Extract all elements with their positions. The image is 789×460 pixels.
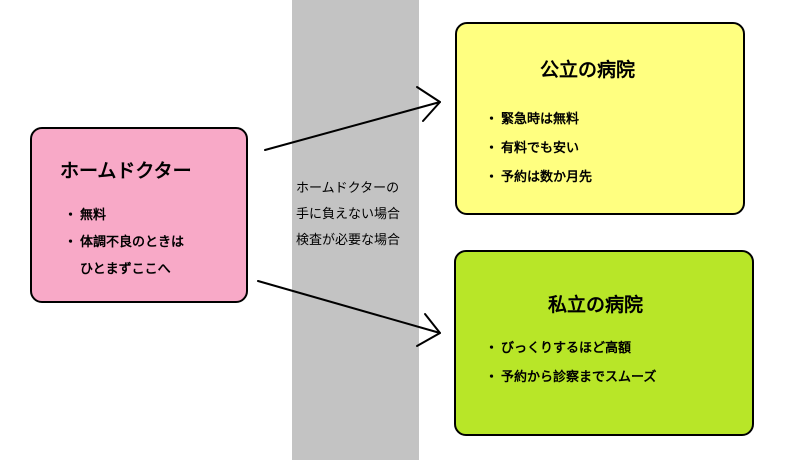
home-doctor-item-illness-line2: ひとまずここへ	[80, 262, 171, 277]
home-doctor-item-free: 無料	[64, 202, 184, 229]
public-hospital-box: 公立の病院 緊急時は無料 有料でも安い 予約は数か月先	[455, 22, 745, 215]
private-hospital-title: 私立の病院	[548, 294, 644, 316]
home-doctor-list: 無料 体調不良のときは ひとまずここへ	[64, 202, 185, 283]
public-hospital-item-wait: 予約は数か月先	[485, 163, 592, 192]
private-hospital-item-smooth: 予約から診察までスムーズ	[485, 363, 656, 392]
public-hospital-title: 公立の病院	[540, 59, 636, 81]
public-hospital-item-cheap: 有料でも安い	[485, 134, 592, 163]
condition-text: ホームドクターの 手に負えない場合 検査が必要な場合	[296, 176, 400, 254]
private-hospital-item-expensive: びっくりするほど高額	[485, 334, 656, 363]
public-hospital-item-emergency: 緊急時は無料	[485, 105, 592, 134]
home-doctor-title: ホームドクター	[60, 160, 192, 182]
condition-line-3: 検査が必要な場合	[296, 233, 401, 248]
arrow-to-private	[257, 280, 441, 347]
public-hospital-list: 緊急時は無料 有料でも安い 予約は数か月先	[485, 105, 592, 192]
private-hospital-box: 私立の病院 びっくりするほど高額 予約から診察までスムーズ	[454, 250, 754, 436]
home-doctor-box: ホームドクター 無料 体調不良のときは ひとまずここへ	[30, 127, 248, 303]
arrow-to-public	[264, 86, 441, 151]
home-doctor-item-illness-line1: 体調不良のときは	[80, 235, 185, 250]
private-hospital-list: びっくりするほど高額 予約から診察までスムーズ	[485, 334, 656, 392]
condition-line-1: ホームドクターの	[296, 181, 400, 196]
condition-band	[292, 0, 419, 460]
home-doctor-item-illness: 体調不良のときは ひとまずここへ	[64, 229, 185, 283]
condition-line-2: 手に負えない場合	[296, 207, 401, 222]
